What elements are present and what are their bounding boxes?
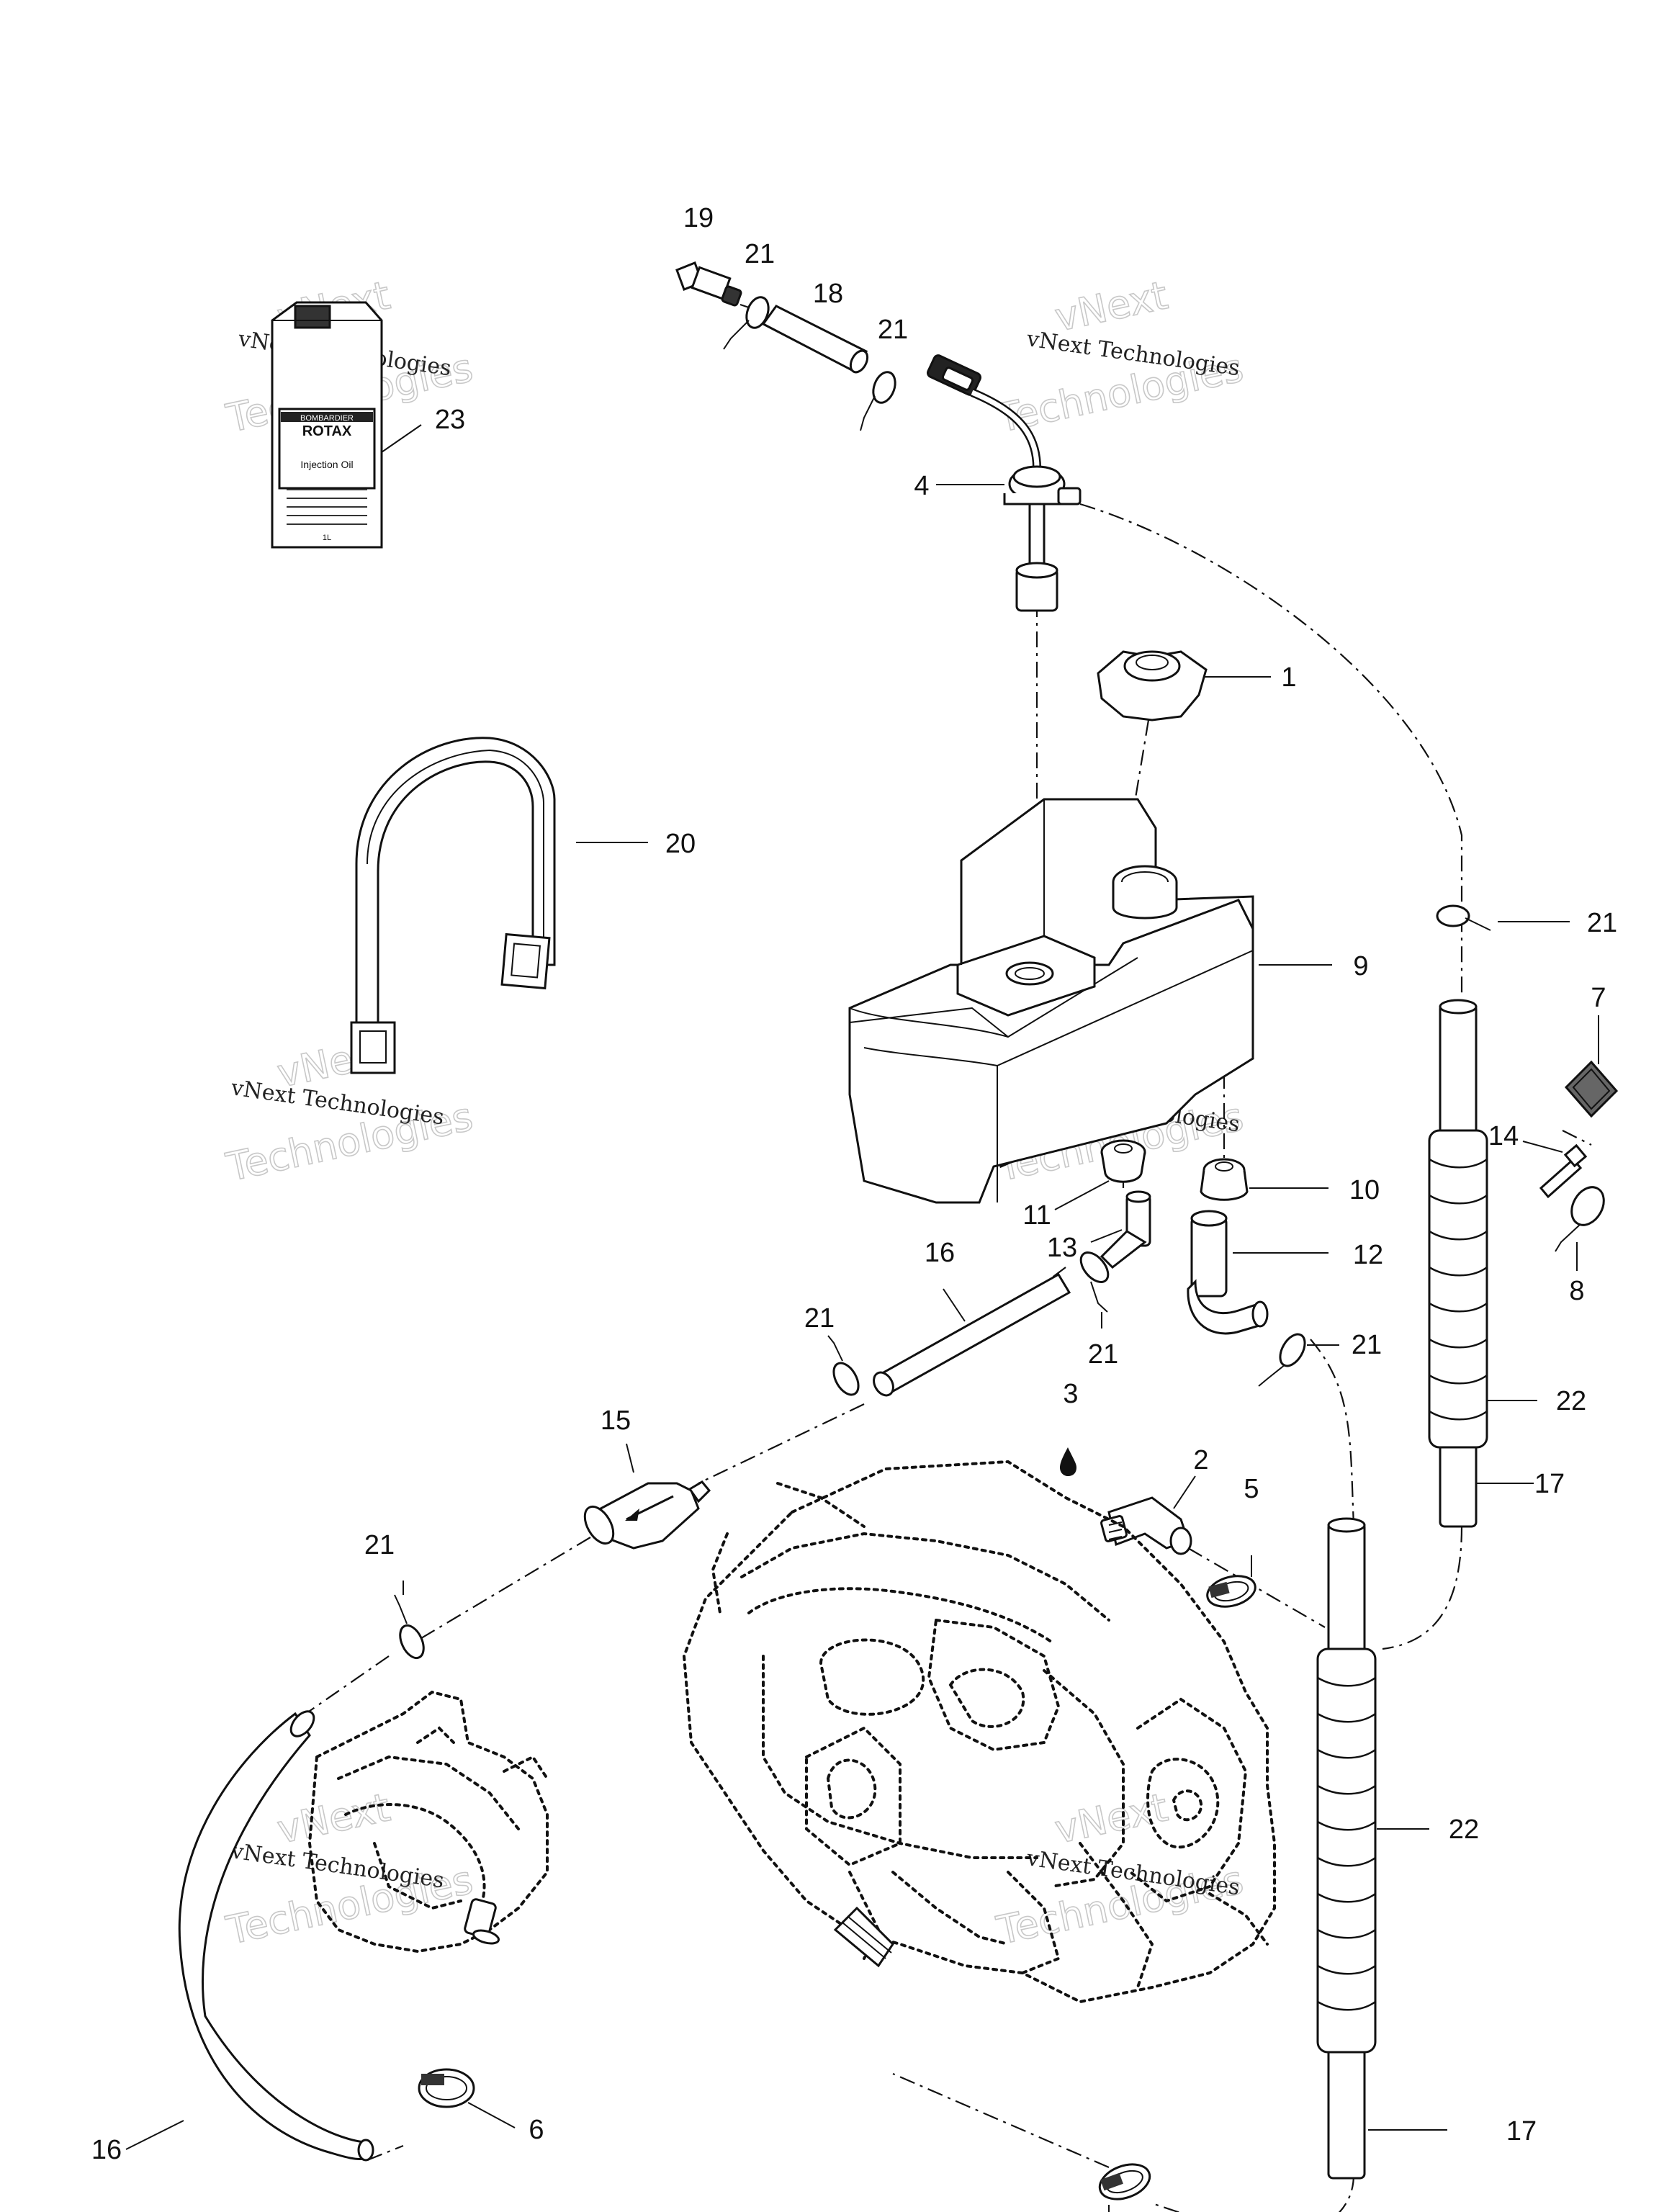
part-4-oil-level-sensor bbox=[926, 354, 1082, 612]
callout-1: 1 bbox=[1281, 662, 1296, 693]
callout-15: 15 bbox=[601, 1406, 631, 1436]
part-5-hose-clamp-lower bbox=[1098, 2163, 1151, 2212]
part-21-clip-mid-a bbox=[1079, 1251, 1110, 1328]
callout-22: 22 bbox=[1449, 1815, 1479, 1845]
callout-22: 22 bbox=[1556, 1386, 1586, 1416]
callout-21: 21 bbox=[364, 1530, 395, 1560]
part-2-elbow-fitting bbox=[1100, 1475, 1196, 1555]
part-14-cable-tie bbox=[1522, 1141, 1588, 1199]
watermark-line2: vNext bbox=[274, 1784, 394, 1852]
part-18-short-hose bbox=[761, 305, 869, 374]
callout-11: 11 bbox=[1022, 1200, 1051, 1231]
part-12-large-elbow bbox=[1187, 1210, 1328, 1335]
part-23-injection-oil-bottle: BOMBARDIER ROTAX Injection Oil 1L bbox=[271, 301, 422, 549]
callout-9: 9 bbox=[1353, 951, 1368, 981]
clamp-to-hose-line bbox=[295, 1655, 390, 1722]
part-9-oil-tank bbox=[848, 798, 1332, 1204]
callout-16: 16 bbox=[925, 1238, 955, 1268]
callout-21: 21 bbox=[878, 315, 908, 345]
part-21-clip-left bbox=[394, 1581, 425, 1660]
fitting-to-hose-line bbox=[1187, 1547, 1326, 1628]
bottle-brand-text: BOMBARDIER bbox=[300, 414, 354, 423]
callout-17: 17 bbox=[1534, 1469, 1565, 1499]
callout-2: 2 bbox=[1193, 1445, 1208, 1475]
part-8-cable-tie bbox=[1555, 1186, 1605, 1271]
callout-17: 17 bbox=[1506, 2116, 1537, 2146]
part-5-hose-clamp-upper bbox=[1206, 1555, 1256, 1608]
callout-20: 20 bbox=[665, 829, 696, 859]
part-6-hose-clamp bbox=[418, 2068, 516, 2128]
callout-21: 21 bbox=[1587, 908, 1617, 938]
part-19-check-fitting bbox=[675, 261, 760, 312]
hose-to-filter-line bbox=[698, 1403, 865, 1484]
engine-block-reference bbox=[682, 1460, 1276, 2004]
clamp-to-hose22-line bbox=[1310, 1339, 1355, 1527]
callout-3: 3 bbox=[1063, 1379, 1078, 1409]
part-21-clip-mid-b bbox=[827, 1335, 860, 1396]
callout-5: 5 bbox=[1244, 1474, 1259, 1504]
oil-pump-reference bbox=[307, 1690, 549, 1954]
filter-to-clamp-line bbox=[403, 1537, 591, 1650]
watermark-bottom-left: vNext Technologies vNext Technologies bbox=[222, 1784, 477, 1954]
part-21-clip-right bbox=[1436, 904, 1570, 931]
bottle-product-text: ROTAX bbox=[302, 423, 352, 439]
callout-6: 6 bbox=[529, 2115, 544, 2145]
callout-16: 16 bbox=[91, 2135, 122, 2165]
part-20-tank-strap bbox=[350, 737, 648, 1074]
watermark-middle-left: vNext Technologies vNext Technologies bbox=[222, 1028, 477, 1190]
part-21-clip-top-b bbox=[860, 371, 896, 431]
return-to-clamp-line bbox=[1151, 2174, 1355, 2212]
part-16-fuel-hose-upper bbox=[873, 1272, 1071, 1397]
callout-18: 18 bbox=[813, 279, 843, 309]
hose16-to-clamp6-line bbox=[367, 2144, 404, 2162]
part-13-small-elbow bbox=[1090, 1190, 1151, 1269]
callout-12: 12 bbox=[1353, 1240, 1383, 1270]
callout-14: 14 bbox=[1488, 1121, 1519, 1151]
callout-21: 21 bbox=[804, 1303, 835, 1334]
clamp-to-engine-line bbox=[892, 2072, 1110, 2169]
elbow-to-clamp-line bbox=[1036, 1267, 1066, 1290]
part-22-spiral-protector-upper bbox=[1428, 1129, 1537, 1449]
callout-13: 13 bbox=[1047, 1233, 1077, 1263]
callout-labels: 19 21 18 21 23 4 1 20 21 9 7 14 8 11 10 … bbox=[91, 203, 1617, 2165]
callout-4: 4 bbox=[914, 471, 929, 501]
part-7-clip-holder bbox=[1564, 1015, 1619, 1118]
part-22-spiral-protector-lower bbox=[1316, 1647, 1429, 2054]
callout-10: 10 bbox=[1349, 1175, 1380, 1205]
part-11-grommet bbox=[1054, 1139, 1146, 1210]
hose17-to-return-line bbox=[1382, 1526, 1463, 1650]
part-21-clip-mid-c bbox=[1258, 1333, 1339, 1387]
callout-8: 8 bbox=[1569, 1276, 1584, 1306]
callout-21: 21 bbox=[745, 239, 775, 269]
callout-7: 7 bbox=[1591, 983, 1606, 1013]
callout-21: 21 bbox=[1088, 1339, 1118, 1370]
bottle-type-text: Injection Oil bbox=[300, 459, 353, 470]
callout-21: 21 bbox=[1352, 1330, 1382, 1360]
part-3-sealant-drop bbox=[1060, 1447, 1076, 1476]
tie-to-holder-line bbox=[1562, 1130, 1592, 1146]
part-1-tank-cap bbox=[1097, 650, 1271, 721]
part-10-grommet bbox=[1200, 1158, 1328, 1201]
watermark-line2: vNext bbox=[1051, 272, 1172, 340]
callout-23: 23 bbox=[435, 405, 465, 435]
part-21-clip-top-a bbox=[723, 296, 770, 350]
watermark-line2: vNext bbox=[1051, 1784, 1172, 1852]
watermark-top-right: vNext Technologies vNext Technologies bbox=[992, 271, 1248, 441]
watermark-bottom-right: vNext Technologies vNext Technologies bbox=[992, 1784, 1248, 1954]
part-15-inline-fuel-filter bbox=[583, 1443, 711, 1550]
callout-19: 19 bbox=[683, 203, 714, 233]
part-16-fuel-hose-lower bbox=[125, 1710, 374, 2162]
vent-line-right bbox=[1079, 503, 1463, 994]
bottle-volume-text: 1L bbox=[323, 534, 331, 542]
